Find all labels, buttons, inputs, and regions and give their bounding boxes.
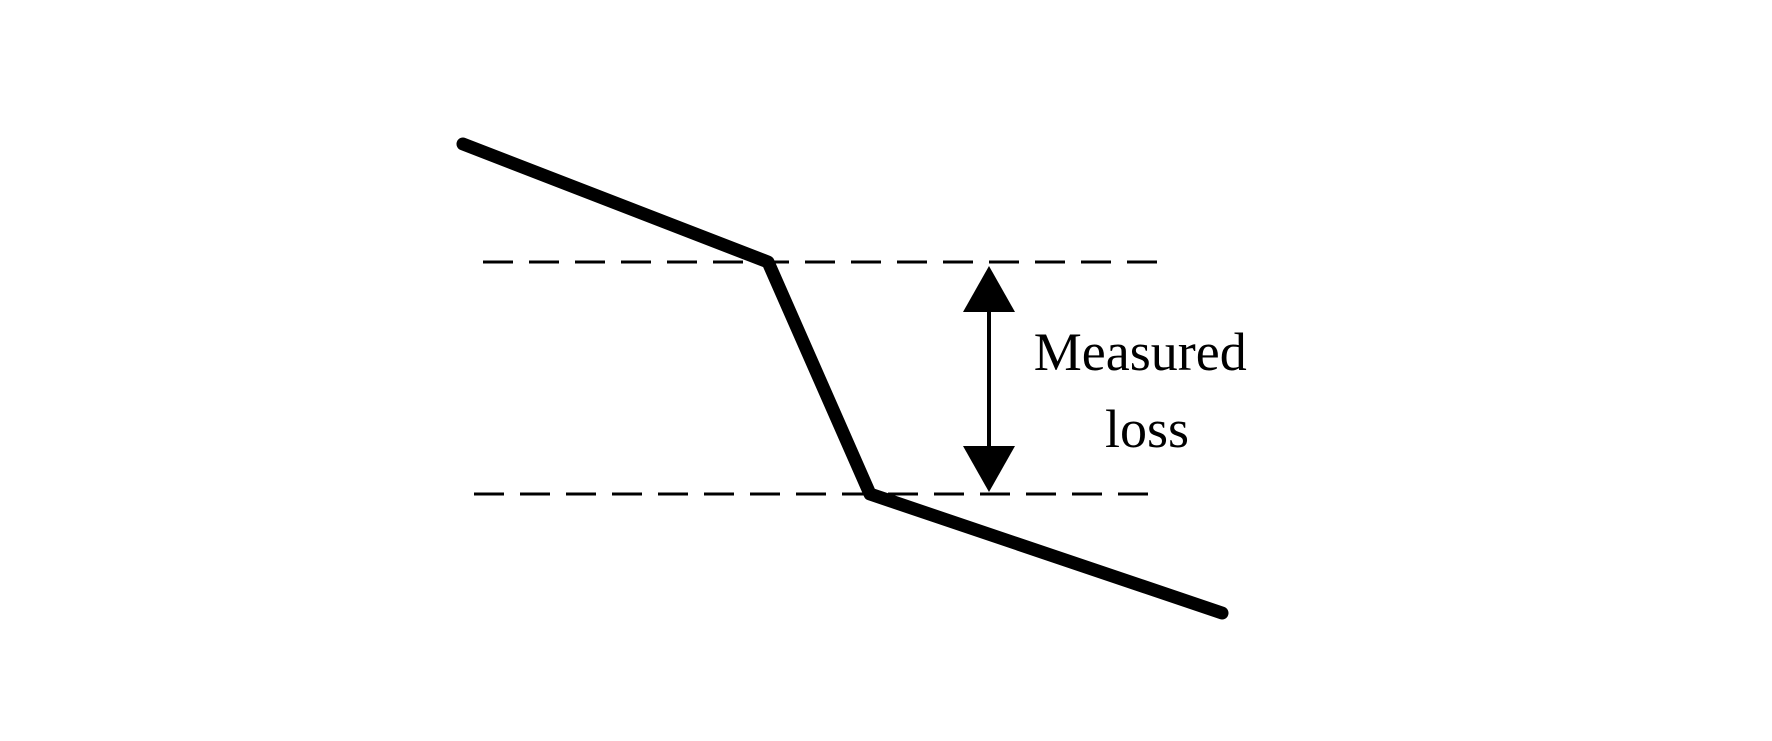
measured-loss-arrow: [963, 266, 1015, 492]
signal-trace: [456, 137, 1229, 620]
label-line-1: Measured: [1034, 322, 1247, 382]
label-line-2: loss: [1105, 399, 1189, 459]
measured-loss-label: Measured loss: [1034, 322, 1260, 459]
arrow-head-down: [963, 446, 1015, 492]
arrow-head-up: [963, 266, 1015, 312]
